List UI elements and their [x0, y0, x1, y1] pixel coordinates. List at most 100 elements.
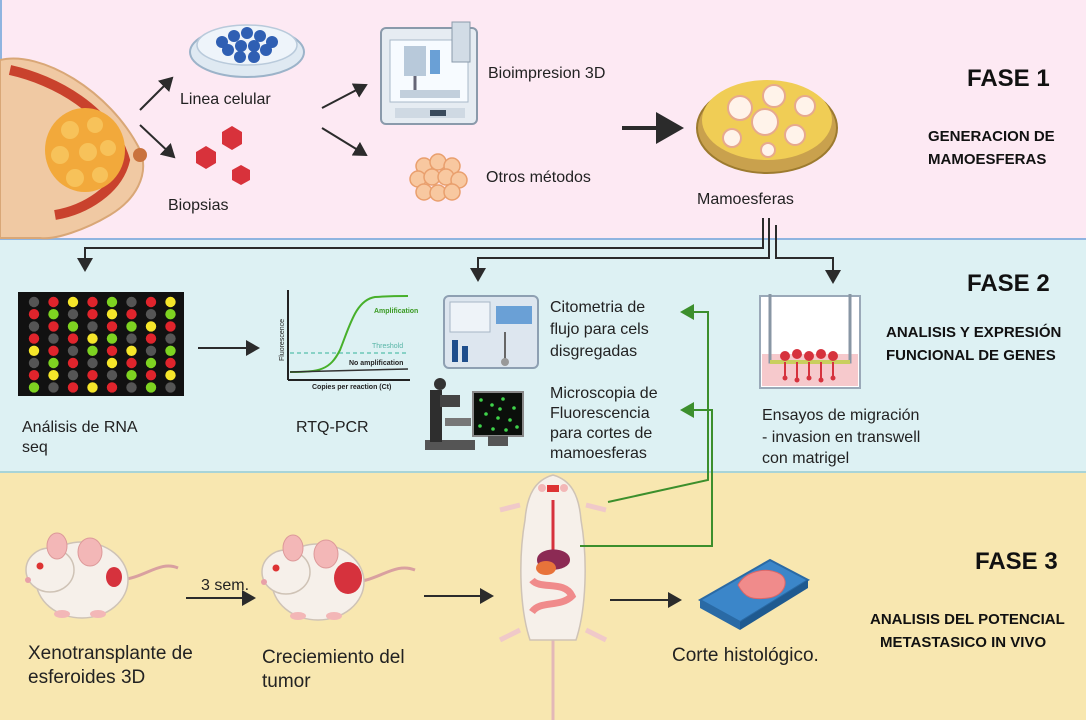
microarray-spot [145, 345, 157, 356]
histology-slide-icon [697, 558, 811, 630]
arrow-to-cell-line [139, 76, 174, 111]
cell-line-label: Linea celular [180, 91, 271, 108]
microarray-spot [126, 309, 137, 320]
qpcr-y-axis-label: Fluorescence [279, 318, 287, 362]
microarray-spot [145, 321, 157, 332]
microarray-spot [106, 370, 118, 381]
microarray-spot [48, 345, 59, 356]
phase2-desc-line1: ANALISIS Y EXPRESIÓN [886, 324, 1062, 341]
microarray-spot [87, 382, 98, 393]
transwell-assay-icon [759, 294, 861, 389]
flow-cytometry-label-line1: Citometria de [550, 299, 646, 316]
microarray-spot [67, 333, 79, 344]
microarray-spot [145, 333, 157, 344]
flow-cytometry-label-line3: disgregadas [550, 343, 638, 360]
breast-icon [0, 57, 147, 240]
tumor-growth-label-line2: tumor [262, 671, 311, 692]
microarray-spot [126, 345, 137, 356]
microarray-spot [67, 345, 79, 356]
phase1-to-phase2-arrows [77, 218, 841, 284]
microarray-spot [106, 321, 118, 332]
microscopy-label-line1: Microscopia de [550, 385, 658, 402]
microarray-spot [165, 296, 176, 308]
microarray-spot [48, 309, 59, 320]
phase2-title: FASE 2 [967, 270, 1050, 297]
microarray-spot [67, 357, 79, 369]
biopsy-tissue-icon [196, 126, 250, 185]
microarray-spot [165, 309, 176, 320]
phase1-title: FASE 1 [967, 65, 1050, 92]
microarray-spot [48, 333, 59, 344]
bioprinter-icon [380, 21, 478, 125]
microarray-spot [28, 296, 40, 308]
microarray-spot [165, 333, 176, 344]
microscopy-label-line4: mamoesferas [550, 445, 647, 462]
qpcr-amplification-label: Amplification [374, 308, 419, 315]
microarray-spot [67, 321, 79, 332]
flow-cytometry-label-line2: flujo para cels [550, 321, 649, 338]
rnaseq-label-line1: Análisis de RNA [22, 419, 138, 436]
microarray-spot [126, 382, 137, 393]
microarray-spot [28, 345, 40, 356]
rnaseq-label-line2: seq [22, 439, 48, 456]
phase1-desc-line2: MAMOESFERAS [928, 151, 1047, 168]
phase1-band [0, 0, 1086, 238]
microarray-spot [106, 382, 118, 393]
green-feedback-arrows [580, 304, 713, 547]
microscopy-label-line2: Fluorescencia [550, 405, 650, 422]
tumor-growth-label-line1: Creciemiento del [262, 647, 405, 668]
microarray-spot [28, 309, 40, 320]
microarray-spot [87, 357, 98, 369]
phase3-desc-line1: ANALISIS DEL POTENCIAL [870, 611, 1065, 628]
microarray-spot [165, 321, 176, 332]
other-methods-label: Otros métodos [486, 169, 591, 186]
phase3-desc-line2: METASTASICO IN VIVO [880, 634, 1047, 651]
microarray-spot [87, 296, 98, 308]
migration-assay-label-line1: Ensayos de migración [762, 407, 920, 424]
microarray-spot [48, 382, 59, 393]
microarray-spot [28, 370, 40, 381]
microarray-spot [28, 333, 40, 344]
biopsies-label: Biopsias [168, 197, 229, 214]
microarray-spot [48, 321, 59, 332]
bioprinting-label: Bioimpresion 3D [488, 65, 606, 82]
microarray-spot [126, 321, 137, 332]
flow-cytometer-icon [443, 295, 539, 369]
microarray-spot [145, 309, 157, 320]
mouse-xenograft-icon [25, 532, 179, 619]
microarray-spot [145, 370, 157, 381]
histology-label: Corte histológico. [672, 645, 819, 666]
three-weeks-label: 3 sem. [201, 577, 250, 594]
arrow-to-other-methods [321, 127, 368, 157]
microarray-spot [126, 357, 137, 369]
microarray-spot [126, 370, 137, 381]
microarray-spot [28, 357, 40, 369]
microarray-spot [67, 296, 79, 308]
microarray-spot [165, 370, 176, 381]
phase2-desc-line2: FUNCIONAL DE GENES [886, 347, 1056, 364]
qpcr-label: RTQ-PCR [296, 419, 369, 436]
microarray-heatmap [28, 296, 176, 393]
microarray-spot [165, 382, 176, 393]
phase3-title: FASE 3 [975, 548, 1058, 575]
microarray-spot [87, 345, 98, 356]
microarray-spot [48, 357, 59, 369]
microarray-spot [106, 296, 118, 308]
microarray-spot [48, 370, 59, 381]
microarray-spot [67, 370, 79, 381]
phase1-desc-line1: GENERACION DE [928, 128, 1055, 145]
arrow-to-biopsies [139, 124, 176, 159]
microarray-panel [18, 292, 184, 396]
microarray-spot [106, 357, 118, 369]
microarray-spot [165, 357, 176, 369]
microarray-spot [87, 321, 98, 332]
microarray-spot [165, 345, 176, 356]
mouse-tumor-growth-icon [261, 534, 416, 621]
microarray-spot [126, 333, 137, 344]
microarray-spot [106, 345, 118, 356]
microscopy-label-line3: para cortes de [550, 425, 653, 442]
microarray-spot [145, 382, 157, 393]
mammospheres-label: Mamoesferas [697, 191, 794, 208]
dissected-mouse-icon [498, 474, 608, 720]
microarray-spot [126, 296, 137, 308]
